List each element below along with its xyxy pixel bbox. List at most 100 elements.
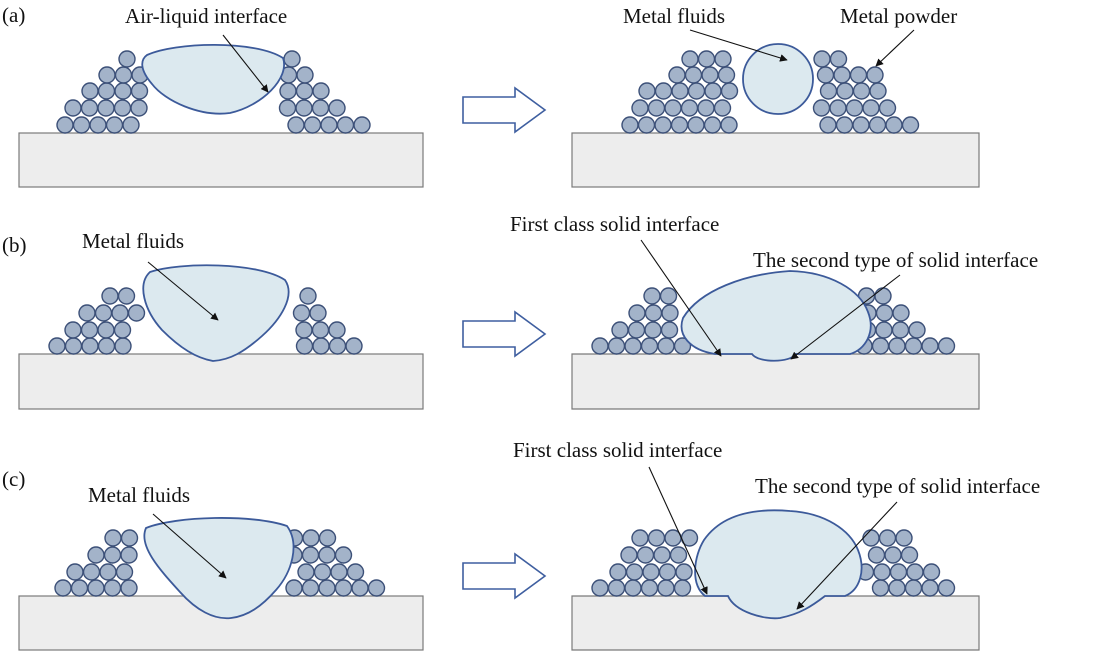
metal-powder-particle [888,579,906,597]
metal-powder-particle [48,337,66,355]
metal-powder-particle [114,82,132,100]
metal-powder-particle [631,99,649,117]
metal-powder-particle [312,82,330,100]
panel-b-before: Metal fluids [18,229,424,410]
metal-powder-particle [638,82,656,100]
metal-powder-particle [72,116,91,134]
metal-powder-particle [875,321,893,339]
metal-powder-particle [892,304,910,322]
second-solid-interface-pointer [796,501,898,610]
metal-powder-particle [643,287,661,305]
metal-powder-particle [118,50,136,68]
substrate [18,132,424,188]
metal-powder-particle [908,321,926,339]
metal-powder-particle [105,116,124,134]
metal-powder-particle [921,337,939,355]
metal-powder-particle [874,287,892,305]
metal-powder-particle [64,99,82,117]
metal-powder-particle [296,66,314,84]
metal-powder-particle [328,337,347,355]
metal-powder-particle [654,82,673,100]
panel-c-before: Metal fluids [18,483,424,651]
metal-powder-particle [87,546,105,564]
metal-powder-particle [78,304,96,322]
metal-powder-particle [640,337,659,355]
panel-a-before: Air-liquid interface [18,4,424,188]
second-solid-interface-label: The second type of solid interface [755,474,1040,498]
metal-powder-particle [302,529,320,547]
metal-powder-particle [675,563,693,581]
metal-powder-particle [301,579,320,597]
metal-powder-particle [687,82,706,100]
metal-powder-particle [114,337,132,355]
panel-a-after: Metal fluids Metal powder [571,4,980,188]
metal-powder-particle [54,579,72,597]
metal-powder-particle [888,337,906,355]
metal-powder-particle [653,546,671,564]
metal-powder-particle [301,546,320,564]
metal-powder-particle [901,116,920,134]
metal-powder-particle [113,99,132,117]
metal-powder-particle [285,579,303,597]
metal-powder-particle [812,99,831,117]
metal-powder-particle [862,529,880,547]
melt-pool [694,509,863,620]
metal-powder-particle [829,99,847,117]
panel-b-tag: (b) [2,233,27,257]
metal-powder-particle [835,116,854,134]
metal-powder-particle [97,99,115,117]
metal-powder-particle [80,99,99,117]
metal-powder-pointer [875,29,915,67]
metal-powder-particle [130,82,149,100]
panel-c-after: First class solid interface The second t… [513,438,1040,651]
metal-powder-particle [103,546,122,564]
metal-powder-particle [309,304,327,322]
powder-bed [621,50,920,134]
metal-powder-particle [318,579,336,597]
metal-powder-particle [906,563,924,581]
metal-fluids-label: Metal fluids [82,229,184,253]
metal-powder-particle [70,579,89,597]
metal-powder-particle [640,579,659,597]
metal-powder-particle [591,337,609,355]
metal-powder-particle [628,304,646,322]
metal-powder-particle [852,82,871,100]
metal-powder-particle [353,116,371,134]
metal-powder-particle [591,579,609,597]
metal-powder-particle [66,563,84,581]
metal-fluids-pointer [147,261,219,321]
metal-powder-particle [687,116,705,134]
metal-powder-particle [900,546,919,564]
metal-powder-particle [295,82,314,100]
metal-powder-particle [64,337,83,355]
metal-powder-label: Metal powder [840,4,957,28]
metal-powder-particle [889,563,908,581]
metal-powder-particle [607,337,626,355]
melt-pool [142,264,290,362]
metal-powder-particle [120,546,138,564]
metal-powder-particle [921,579,939,597]
metal-powder-particle [295,99,313,117]
air-liquid-interface-pool [141,44,285,115]
metal-powder-particle [104,529,122,547]
metal-powder-particle [684,66,703,84]
metal-powder-particle [627,321,646,339]
metal-powder-particle [351,579,369,597]
metal-powder-particle [330,563,348,581]
panel-a: (a) Air-liquid interface Metal fluids Me… [2,3,980,188]
substrate [571,353,980,410]
metal-powder-particle [813,50,831,68]
metal-powder-particle [673,579,692,597]
metal-powder-particle [81,82,99,100]
metal-powder-particle [99,563,117,581]
metal-powder-particle [621,116,639,134]
panel-b-after: First class solid interface The second t… [510,212,1038,410]
metal-powder-particle [299,287,317,305]
metal-powder-particle [885,116,903,134]
metal-powder-particle [101,287,119,305]
metal-powder-particle [671,82,689,100]
powder-bed [591,287,956,355]
metal-powder-particle [56,116,74,134]
metal-powder-particle [336,116,355,134]
first-class-solid-interface-label: First class solid interface [510,212,719,236]
